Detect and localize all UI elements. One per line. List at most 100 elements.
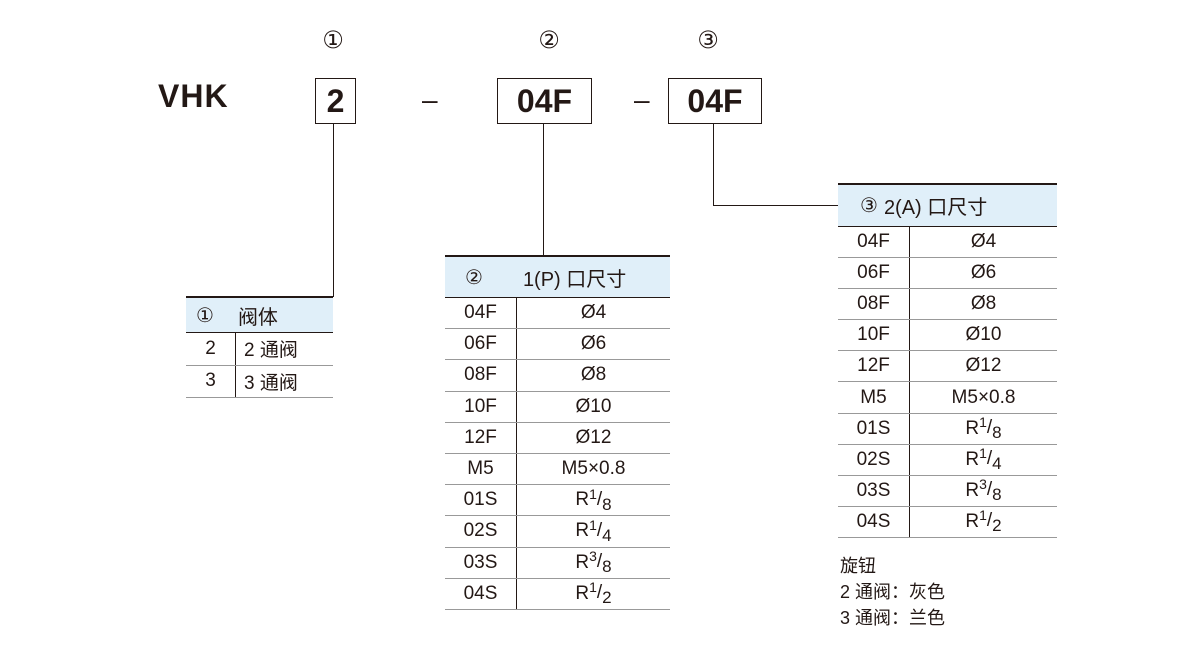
table-row: 04F Ø4 bbox=[445, 298, 670, 330]
row-code: M5 bbox=[838, 382, 910, 413]
row-code: 3 bbox=[186, 365, 236, 397]
value-text: Ø4 bbox=[970, 231, 997, 253]
row-value: Ø12 bbox=[517, 427, 670, 449]
table-row: 2 2 通阀 bbox=[186, 333, 333, 366]
note-line: 3 通阀：兰色 bbox=[840, 608, 946, 628]
row-code: 06F bbox=[838, 258, 910, 289]
row-code: 2 bbox=[186, 333, 236, 365]
row-value: R 1/4 bbox=[517, 517, 670, 546]
row-value: R 1/2 bbox=[517, 579, 670, 608]
fraction-numerator: 3 bbox=[589, 548, 597, 565]
table-row: 06F Ø6 bbox=[838, 258, 1057, 290]
row-value: R 1/4 bbox=[910, 445, 1057, 474]
header-title: 1(P) 口尺寸 bbox=[522, 268, 627, 291]
note-line: 2 通阀：灰色 bbox=[840, 582, 946, 602]
value-text: R bbox=[965, 448, 980, 470]
dash-separator: – bbox=[422, 84, 438, 115]
fraction-denominator: 8 bbox=[602, 557, 612, 577]
connector-line bbox=[333, 124, 334, 297]
value-text: Ø10 bbox=[965, 324, 1002, 346]
row-value: R 3/8 bbox=[517, 548, 670, 577]
table-header: ② 1(P) 口尺寸 bbox=[445, 255, 670, 298]
row-value: 3 通阀 bbox=[236, 368, 333, 395]
row-value: R 1/8 bbox=[910, 414, 1057, 443]
value-text: R bbox=[575, 520, 590, 542]
row-value: M5×0.8 bbox=[910, 387, 1057, 409]
value-text: Ø8 bbox=[580, 364, 607, 386]
fraction: 3/8 bbox=[979, 476, 1002, 505]
fraction-numerator: 1 bbox=[979, 445, 987, 462]
connector-line bbox=[713, 124, 714, 206]
row-code: 03S bbox=[445, 547, 517, 578]
row-code: M5 bbox=[445, 453, 517, 485]
connector-line bbox=[713, 205, 838, 206]
fraction: 1/2 bbox=[589, 579, 612, 608]
table-row: 08F Ø8 bbox=[445, 360, 670, 392]
row-value: M5×0.8 bbox=[517, 458, 670, 480]
row-code: 01S bbox=[838, 413, 910, 444]
fraction-denominator: 4 bbox=[602, 525, 612, 545]
row-code: 10F bbox=[445, 391, 517, 422]
table-row: 10F Ø10 bbox=[445, 391, 670, 423]
marker-3: ③ bbox=[697, 27, 719, 54]
table-row: 08F Ø8 bbox=[838, 289, 1057, 321]
value-text: Ø4 bbox=[580, 302, 607, 324]
value-text: Ø12 bbox=[575, 426, 612, 448]
fraction-numerator: 1 bbox=[589, 485, 597, 502]
fraction-denominator: 4 bbox=[992, 454, 1002, 474]
header-title: 2(A) 口尺寸 bbox=[883, 197, 988, 219]
value-text: 2 通阀 bbox=[244, 340, 298, 362]
fraction: 1/8 bbox=[979, 414, 1002, 443]
value-text: Ø10 bbox=[575, 395, 612, 417]
fraction-denominator: 8 bbox=[992, 423, 1002, 443]
code-box-port-2: 04F bbox=[668, 78, 762, 124]
row-value: R 1/2 bbox=[910, 507, 1057, 536]
note-title: 旋钮 bbox=[840, 556, 876, 576]
row-code: 08F bbox=[445, 360, 517, 391]
row-code: 04F bbox=[445, 298, 517, 329]
row-value: Ø8 bbox=[910, 293, 1057, 315]
row-code: 02S bbox=[445, 516, 517, 547]
value-text: R bbox=[575, 582, 590, 604]
row-value: Ø8 bbox=[517, 364, 670, 386]
fraction-denominator: 8 bbox=[992, 485, 1002, 505]
row-value: 2 通阀 bbox=[236, 335, 333, 362]
value-text: M5×0.8 bbox=[561, 458, 626, 480]
value-text: R bbox=[965, 510, 980, 532]
row-value: Ø10 bbox=[910, 324, 1057, 346]
knob-color-note: 旋钮 2 通阀：灰色 3 通阀：兰色 bbox=[840, 553, 945, 631]
code-box-port-1: 04F bbox=[497, 78, 592, 124]
value-text: R bbox=[965, 417, 980, 439]
row-code: 08F bbox=[838, 289, 910, 320]
row-value: Ø10 bbox=[517, 396, 670, 418]
fraction-denominator: 2 bbox=[602, 588, 612, 608]
value-text: Ø8 bbox=[970, 293, 997, 315]
fraction: 1/2 bbox=[979, 507, 1002, 536]
table-row: M5 M5×0.8 bbox=[445, 453, 670, 486]
row-code: 12F bbox=[838, 351, 910, 382]
row-code: 01S bbox=[445, 485, 517, 516]
value-text: Ø6 bbox=[970, 262, 997, 284]
header-number: ② bbox=[465, 266, 483, 289]
model-prefix: VHK bbox=[158, 78, 229, 114]
marker-2: ② bbox=[538, 27, 560, 54]
fraction: 1/8 bbox=[589, 485, 612, 514]
fraction: 1/4 bbox=[589, 516, 612, 545]
fraction-numerator: 1 bbox=[979, 507, 987, 524]
row-code: 02S bbox=[838, 444, 910, 475]
row-code: 04S bbox=[445, 578, 517, 609]
